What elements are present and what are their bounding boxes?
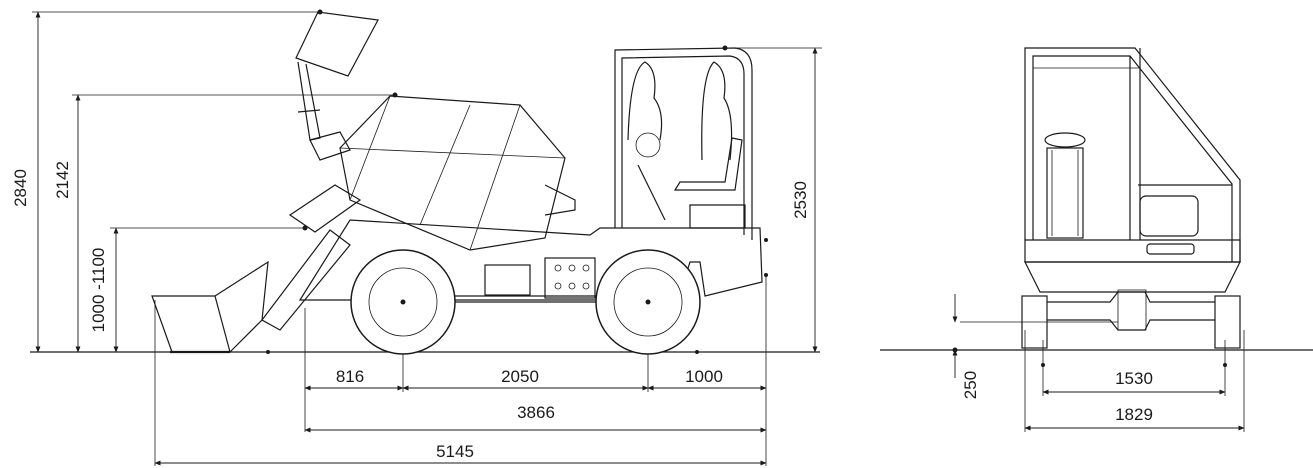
- dim-label-track-width: 1530: [1115, 369, 1153, 388]
- dim-label-axle-to-rear: 3866: [517, 403, 555, 422]
- front-wheel: [350, 249, 456, 355]
- transmission-block: [484, 257, 596, 299]
- dim-overall-height: 2840: [11, 9, 323, 353]
- dim-chain-row: 816 2050 1000: [304, 367, 767, 391]
- side-view: 2840 2142 1000 -1100 2530: [11, 9, 822, 466]
- dim-label-cab-height: 2530: [791, 181, 810, 219]
- dim-label-bucket-height: 1000 -1100: [89, 248, 108, 333]
- dim-track-width: 1530: [1042, 369, 1226, 395]
- mixer-drum: [339, 95, 576, 251]
- rear-wheel: [595, 249, 701, 355]
- dim-overall-length: 5145: [154, 442, 767, 466]
- rear-view: 250 1530 1829: [880, 47, 1313, 432]
- dim-drum-height: 2142: [53, 92, 398, 353]
- dim-ground-clearance: 250: [952, 294, 980, 399]
- loading-arm-raised: [295, 11, 379, 161]
- loading-bucket: [151, 184, 362, 354]
- dim-label-front-overhang: 816: [336, 367, 364, 386]
- dim-label-wheelbase: 2050: [501, 367, 539, 386]
- dim-axle-to-rear: 3866: [304, 403, 767, 433]
- mixer-truck-side: [151, 11, 768, 355]
- dim-overall-width: 1829: [1024, 405, 1245, 431]
- dim-label-ground-clearance: 250: [961, 371, 980, 399]
- mixer-truck-rear: [960, 47, 1241, 349]
- dim-cab-height: 2530: [722, 45, 822, 353]
- dim-bucket-height: 1000 -1100: [89, 225, 308, 353]
- dim-label-drum-height: 2142: [53, 161, 72, 199]
- cab-frame: [614, 47, 753, 240]
- dim-label-rear-overhang: 1000: [685, 367, 723, 386]
- dim-label-overall-width: 1829: [1115, 405, 1153, 424]
- dim-label-overall-length: 5145: [436, 442, 474, 461]
- dim-label-overall-height: 2840: [11, 169, 30, 207]
